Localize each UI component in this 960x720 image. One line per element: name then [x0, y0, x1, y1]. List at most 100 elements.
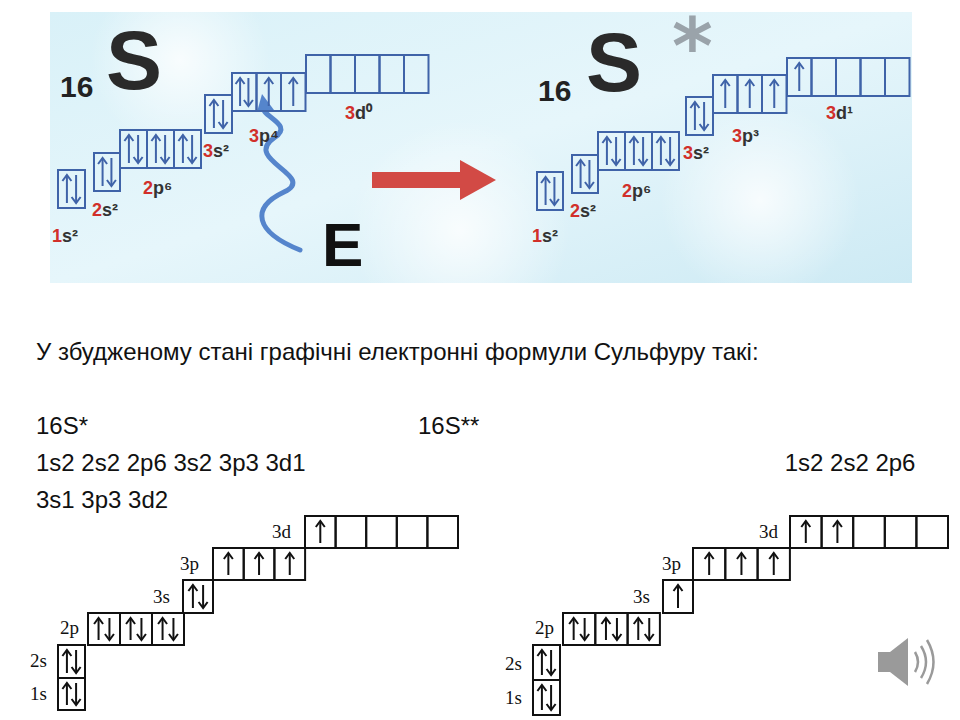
- spin-head: [199, 602, 208, 608]
- orbital-cell: [563, 613, 595, 645]
- spin-head: [629, 137, 638, 143]
- orbital-cell: [572, 155, 598, 193]
- sublevel-label: 1s²: [52, 226, 78, 247]
- spin-head: [169, 634, 178, 640]
- orbital-label: 1s: [505, 687, 522, 709]
- spin-head: [72, 667, 81, 673]
- spin-head: [137, 634, 146, 640]
- orbital-label: 3d: [759, 521, 778, 543]
- spin-head: [576, 160, 585, 166]
- spin-arrow: [605, 618, 607, 640]
- sublevel-label: 3s²: [683, 143, 709, 164]
- spin-arrow: [182, 135, 184, 163]
- spin-arrow: [75, 683, 77, 705]
- orbital-cell: [232, 73, 257, 111]
- spin-arrow: [137, 135, 139, 163]
- spin-arrow: [648, 618, 650, 640]
- orbital-cell: [183, 580, 213, 613]
- orbital-label: 3d: [272, 521, 291, 543]
- orbital-cell: [790, 516, 822, 548]
- spin-head: [833, 521, 842, 527]
- spin-head: [602, 137, 611, 143]
- spin-head: [674, 585, 683, 591]
- orbital-cell: [94, 153, 120, 191]
- speaker-icon: [878, 638, 934, 686]
- spin-arrow: [108, 618, 110, 640]
- spin-head: [151, 135, 160, 141]
- spin-arrow: [615, 137, 617, 165]
- spin-arrow: [102, 158, 104, 186]
- spin-arrow: [836, 521, 838, 543]
- spin-arrow: [708, 553, 710, 575]
- spin-arrow: [227, 553, 229, 575]
- spin-head: [745, 80, 754, 86]
- spin-arrow: [268, 78, 270, 106]
- spin-arrow: [545, 177, 547, 205]
- spin-head: [537, 650, 546, 656]
- state-name: 16S**: [418, 407, 960, 444]
- spin-arrow: [172, 618, 174, 640]
- atomic-number: 16: [538, 74, 571, 108]
- spin-arrow: [162, 618, 164, 640]
- spin-arrow: [660, 137, 662, 165]
- glow: [350, 120, 570, 340]
- spin-head: [72, 197, 81, 203]
- orbital-cell: [213, 548, 244, 580]
- spin-arrow: [773, 553, 775, 575]
- spin-head: [98, 158, 107, 164]
- spin-head: [107, 180, 116, 186]
- spin-arrow: [66, 175, 68, 203]
- glow: [660, 100, 860, 300]
- spin-arrow: [637, 618, 639, 640]
- orbital-cell: [397, 516, 428, 548]
- spin-head: [801, 521, 810, 527]
- spin-arrow: [130, 618, 132, 640]
- spin-head: [690, 102, 699, 108]
- orbital-cell: [598, 132, 625, 170]
- sublevel-label: 3p⁴: [249, 126, 279, 147]
- orbital-label: 3s: [153, 586, 170, 608]
- sublevel-label: 2p⁶: [622, 181, 651, 202]
- orbital-cell: [58, 170, 85, 208]
- red-arrow: [372, 172, 464, 188]
- spin-arrow: [155, 135, 157, 163]
- spin-arrow: [573, 618, 575, 640]
- spin-head: [770, 80, 779, 86]
- orbital-cell: [812, 58, 837, 96]
- orbital-cell: [174, 130, 201, 168]
- spin-head: [705, 553, 714, 559]
- orbital-label: 3p: [180, 553, 199, 575]
- spin-head: [316, 521, 325, 527]
- spin-arrow: [606, 137, 608, 165]
- spin-arrow: [805, 521, 807, 543]
- sublevel-label: 2s²: [570, 201, 596, 222]
- spin-arrow: [66, 650, 68, 673]
- spin-arrow: [798, 63, 800, 91]
- orbital-cell: [336, 516, 367, 548]
- orbital-cell: [652, 132, 679, 170]
- orbital-cell: [380, 55, 405, 93]
- spin-arrow: [128, 135, 130, 163]
- paragraph: У збудженому стані графічні електронні ф…: [36, 333, 816, 370]
- spin-head: [62, 650, 71, 656]
- orbital-cell: [663, 580, 693, 613]
- spin-arrow: [740, 553, 742, 575]
- spin-head: [94, 618, 103, 624]
- spin-arrow: [633, 137, 635, 165]
- spin-head: [569, 618, 578, 624]
- spin-arrow: [192, 585, 194, 608]
- spin-arrow: [584, 618, 586, 640]
- orbital-cell: [274, 548, 305, 580]
- orbital-cell: [404, 55, 429, 93]
- spin-arrow: [694, 102, 696, 130]
- spin-head: [62, 683, 71, 689]
- atomic-number: 16: [60, 70, 93, 104]
- orbital-cell: [305, 516, 336, 548]
- orbital-cell: [306, 55, 331, 93]
- orbital-label: 2s: [30, 650, 47, 672]
- spin-head: [126, 618, 135, 624]
- spin-arrow: [191, 135, 193, 163]
- spin-arrow: [550, 685, 552, 710]
- orbital-cell: [533, 680, 560, 715]
- orbital-cell: [853, 516, 885, 548]
